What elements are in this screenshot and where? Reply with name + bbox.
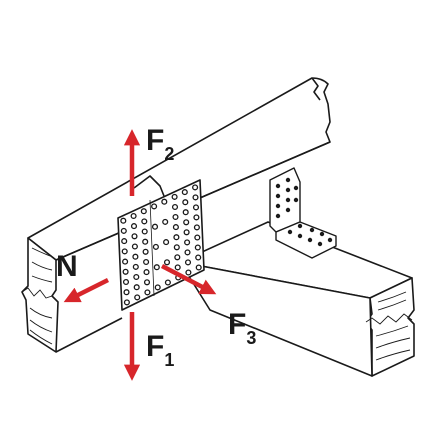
nail-plate-hole (120, 227, 127, 234)
nail-plate-hole (184, 259, 192, 266)
label-n: N (56, 250, 78, 283)
nail-plate-hole (183, 229, 190, 236)
nail-plate-hole (184, 239, 191, 246)
label-f1-sub: 1 (164, 350, 174, 370)
nail-plate-hole (164, 279, 171, 286)
nail-plate-hole (153, 264, 160, 271)
nail-plate-hole (193, 224, 200, 231)
force-arrows (63, 129, 217, 381)
cross-beam-grain (365, 291, 413, 361)
nail-plate-hole (132, 263, 139, 270)
main-beam (21, 77, 331, 353)
nail-plate-hole (122, 268, 129, 275)
nail-plate-hole (151, 223, 159, 230)
nail-plate-hole (130, 212, 137, 220)
nail-plate-hole (163, 239, 170, 246)
nail-plate-hole (192, 204, 200, 211)
nail-plate-hole (134, 294, 141, 301)
nail-plate-hole (195, 264, 202, 271)
nail-plate-hole (121, 238, 128, 245)
nail-plate-hole (143, 279, 151, 286)
nail-plate-hole (194, 244, 201, 251)
nail-plate-hole (183, 219, 190, 226)
nail-plate-hole (151, 203, 158, 210)
nail-plate-hole (123, 289, 130, 296)
nail-plate-hole (141, 218, 148, 225)
nail-plate-hole (131, 233, 138, 240)
nail-plate-hole (163, 259, 171, 266)
nail-plate-hole (143, 258, 150, 266)
label-f2: F2 (146, 124, 174, 164)
nail-plate-hole (173, 244, 180, 251)
force-labels: F2 N F1 F3 (56, 124, 256, 370)
nail-plate-hole (194, 234, 201, 241)
nail-plate-hole (132, 253, 139, 260)
nail-plate-hole (141, 228, 148, 235)
nail-plate-hole (195, 254, 202, 261)
nail-plate-joint-line (149, 199, 155, 297)
nail-plate-hole (142, 238, 149, 245)
nail-plate-hole (131, 243, 138, 250)
nail-plate-hole (152, 243, 159, 250)
label-f2-sub: 2 (164, 144, 174, 164)
nail-plate-holes (120, 184, 202, 306)
main-beam-grain (21, 247, 53, 345)
nail-plate-hole (120, 217, 127, 224)
nail-plate-hole (192, 184, 199, 191)
nail-plate-hole (161, 198, 168, 205)
main-beam-bottom-edge (55, 317, 123, 353)
force-n-arrow (63, 277, 110, 303)
nail-plate-hole (172, 224, 179, 231)
nail-plate-hole (121, 248, 128, 255)
nail-plate-hole (193, 214, 200, 221)
nail-plate-hole (182, 209, 189, 216)
main-beam-joint-line (133, 175, 165, 197)
nail-plate-hole (171, 203, 179, 211)
nail-plate-hole (140, 208, 147, 215)
nail-plate-hole (122, 278, 130, 286)
nail-plate-hole (172, 213, 179, 221)
nail-plate-hole (162, 218, 169, 225)
label-f3-sub: 3 (246, 328, 256, 348)
nail-plate-hole (144, 289, 151, 296)
force-f3-arrow (160, 264, 217, 295)
nail-plate-hole (133, 273, 140, 281)
nail-plate-hole (123, 299, 130, 306)
nail-plate-hole (171, 193, 178, 200)
nail-plate-hole (143, 269, 150, 276)
cross-beam (179, 221, 415, 377)
main-beam-top-face (27, 77, 331, 261)
nail-plate-hole (173, 234, 180, 241)
nail-plate-hole (184, 249, 191, 256)
nail-plate-hole (181, 189, 188, 196)
nail-plate-hole (130, 223, 138, 230)
nail-plate-hole (142, 248, 149, 255)
nail-plate-hole (185, 269, 192, 276)
nail-plate-hole (174, 254, 181, 261)
angle-bracket-holes (275, 177, 333, 247)
nail-plate-hole (182, 199, 189, 206)
label-f1: F1 (146, 330, 174, 370)
nail-plate-hole (192, 194, 199, 201)
main-beam-break-line (311, 77, 321, 101)
nail-plate-hole (133, 284, 140, 291)
nail-plate-hole (174, 264, 181, 271)
nail-plate-hole (154, 284, 161, 291)
nail-plate-hole (122, 258, 129, 265)
label-f3: F3 (228, 308, 256, 348)
